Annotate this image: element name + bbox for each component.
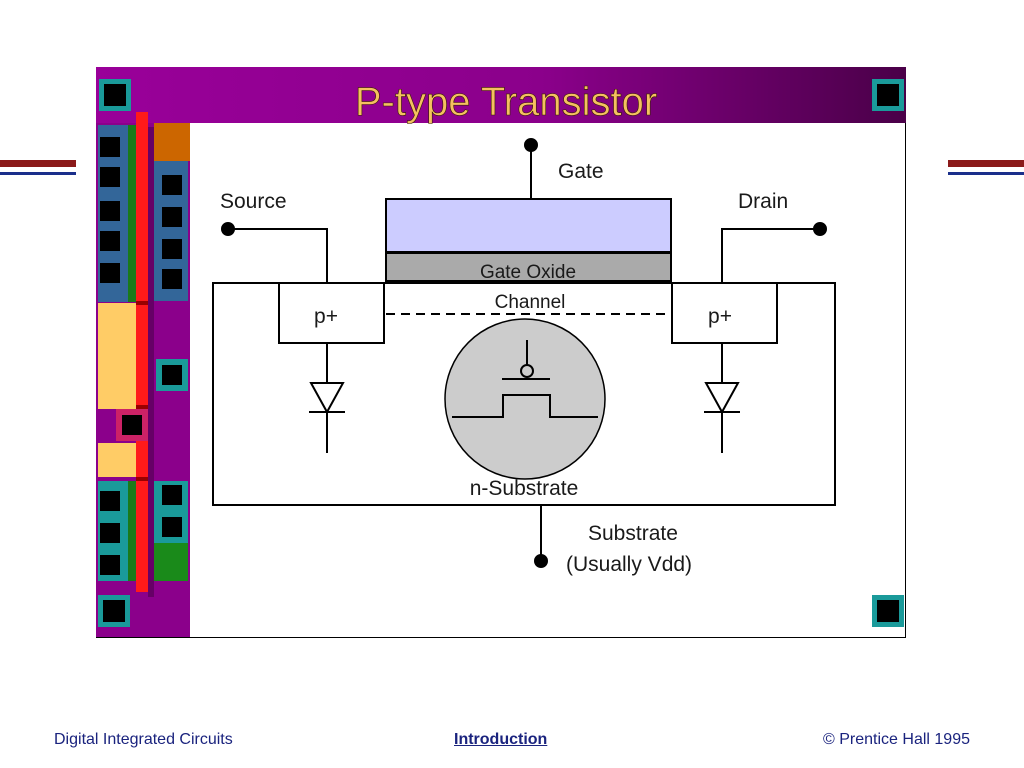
substrate-terminal-label: Substrate	[588, 522, 678, 545]
channel-label: Channel	[495, 292, 566, 313]
source-junction-diode	[309, 343, 345, 453]
title-corner-right	[872, 79, 904, 111]
source-wire	[228, 228, 328, 283]
footer-course-title: Digital Integrated Circuits	[54, 731, 233, 748]
source-diffusion	[278, 282, 385, 344]
drain-diffusion	[671, 282, 778, 344]
source-label: Source	[220, 190, 287, 213]
right-rule-blue	[948, 172, 1024, 175]
chip-layout-decoration	[96, 112, 190, 637]
gate-oxide	[385, 252, 672, 282]
gate-electrode	[385, 198, 672, 253]
left-rule-red	[0, 160, 76, 167]
substrate-region-label: n-Substrate	[470, 477, 579, 500]
gate-terminal-dot	[524, 138, 538, 152]
title-bar	[96, 67, 906, 123]
substrate-terminal-note: (Usually Vdd)	[566, 553, 692, 576]
transistor-diagram	[212, 138, 836, 568]
slide-frame: P-type Transistor	[96, 67, 906, 638]
bottom-corner-right	[872, 595, 904, 627]
right-rule-red	[948, 160, 1024, 167]
right-diffusion-label: p+	[708, 305, 732, 328]
drain-wire	[721, 228, 820, 283]
gate-oxide-label: Gate Oxide	[480, 262, 576, 283]
substrate-terminal-dot	[534, 554, 548, 568]
gate-label: Gate	[558, 160, 604, 183]
left-diffusion-label: p+	[314, 305, 338, 328]
drain-junction-diode	[704, 343, 740, 453]
footer-section-link[interactable]: Introduction	[454, 731, 548, 748]
left-rule-blue	[0, 172, 76, 175]
pmos-symbol	[444, 318, 606, 480]
drain-label: Drain	[738, 190, 788, 213]
title-corner-left	[99, 79, 131, 111]
footer-copyright: © Prentice Hall 1995	[823, 731, 970, 748]
slide-title: P-type Transistor	[355, 80, 657, 124]
